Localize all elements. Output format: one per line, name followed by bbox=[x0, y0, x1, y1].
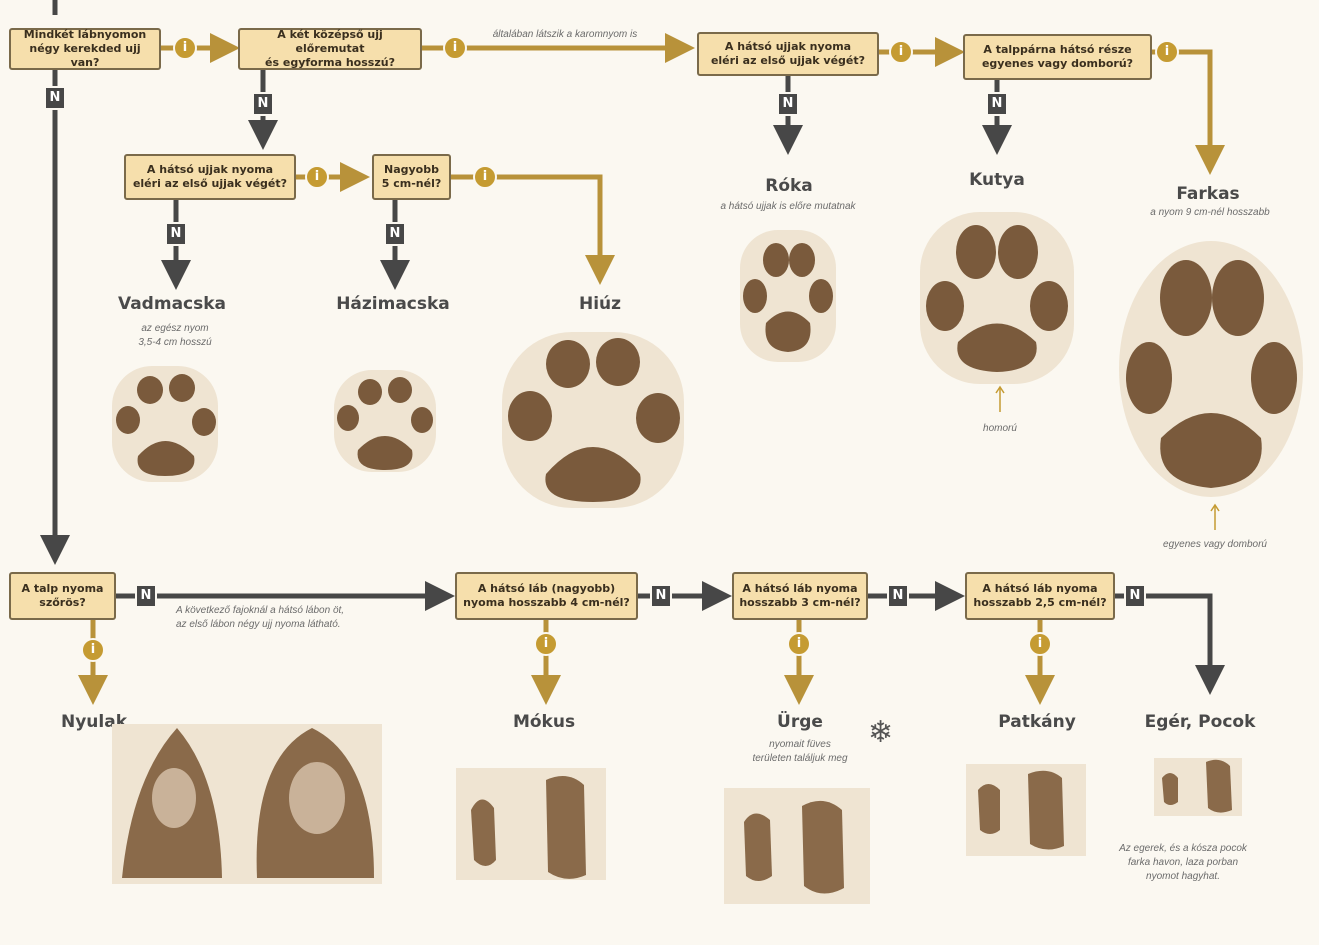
no-marker: N bbox=[252, 92, 274, 116]
wolf-note: a nyom 9 cm-nél hosszabb bbox=[1110, 206, 1310, 220]
yes-marker: i bbox=[889, 40, 913, 64]
yes-marker: i bbox=[81, 638, 105, 662]
question-hind-foot-3cm: A hátsó láb nyoma hosszabb 3 cm-nél? bbox=[732, 572, 868, 620]
paw-print-icon bbox=[500, 330, 686, 510]
question-hind-toes-reach-cat: A hátsó ujjak nyoma eléri az első ujjak … bbox=[124, 154, 296, 200]
question-larger-than-5cm: Nagyobb 5 cm-nél? bbox=[372, 154, 451, 200]
question-hind-toes-reach-fox: A hátsó ujjak nyoma eléri az első ujjak … bbox=[697, 32, 879, 76]
paw-print-icon bbox=[1116, 238, 1306, 500]
question-middle-toes-forward: A két középső ujj előremutat és egyforma… bbox=[238, 28, 422, 70]
yes-marker: i bbox=[473, 165, 497, 189]
yes-marker: i bbox=[534, 632, 558, 656]
question-four-round-toes: Mindkét lábnyomon négy kerekded ujj van? bbox=[9, 28, 161, 70]
no-marker: N bbox=[135, 584, 157, 608]
animal-name-lynx: Hiúz bbox=[579, 294, 621, 314]
yes-marker: i bbox=[1028, 632, 1052, 656]
animal-name-fox: Róka bbox=[765, 176, 813, 196]
yes-marker: i bbox=[787, 632, 811, 656]
paw-print-icon bbox=[738, 228, 838, 364]
paw-print-icon bbox=[330, 366, 440, 476]
question-hind-foot-4cm: A hátsó láb (nagyobb) nyoma hosszabb 4 c… bbox=[455, 572, 638, 620]
paw-print-icon bbox=[918, 210, 1076, 386]
paw-print-icon bbox=[456, 760, 606, 888]
no-marker: N bbox=[384, 222, 406, 246]
paw-print-icon bbox=[966, 760, 1086, 860]
animal-name-dog: Kutya bbox=[969, 170, 1025, 190]
paw-print-icon bbox=[724, 782, 870, 910]
paw-print-icon bbox=[112, 718, 382, 888]
question-hairy-sole: A talp nyoma szőrös? bbox=[9, 572, 116, 620]
paw-print-icon bbox=[1154, 756, 1242, 818]
five-toes-note: A következő fajoknál a hátsó lábon öt, a… bbox=[176, 604, 416, 632]
concave-note: homorú bbox=[960, 422, 1040, 436]
animal-name-ground-squirrel: Ürge bbox=[777, 712, 823, 732]
animal-name-wildcat: Vadmacska bbox=[118, 294, 226, 314]
paw-print-icon bbox=[110, 364, 220, 484]
snowflake-icon: ❄ bbox=[868, 718, 893, 748]
no-marker: N bbox=[777, 92, 799, 116]
question-hind-foot-2-5cm: A hátsó láb nyoma hosszabb 2,5 cm-nél? bbox=[965, 572, 1115, 620]
yes-marker: i bbox=[1155, 40, 1179, 64]
no-marker: N bbox=[887, 584, 909, 608]
animal-name-mouse-vole: Egér, Pocok bbox=[1145, 712, 1256, 732]
no-marker: N bbox=[1124, 584, 1146, 608]
yes-marker: i bbox=[305, 165, 329, 189]
animal-name-rat: Patkány bbox=[998, 712, 1076, 732]
no-marker: N bbox=[986, 92, 1008, 116]
wildcat-note: az egész nyom 3,5-4 cm hosszú bbox=[120, 322, 230, 350]
question-heel-pad-shape: A talppárna hátsó része egyenes vagy dom… bbox=[963, 34, 1152, 80]
fox-note: a hátsó ujjak is előre mutatnak bbox=[693, 200, 883, 214]
yes-marker: i bbox=[173, 36, 197, 60]
no-marker: N bbox=[44, 86, 66, 110]
yes-marker: i bbox=[443, 36, 467, 60]
no-marker: N bbox=[650, 584, 672, 608]
claw-mark-note: általában látszik a karomnyom is bbox=[470, 28, 660, 42]
animal-name-domestic-cat: Házimacska bbox=[336, 294, 450, 314]
straight-or-convex-note: egyenes vagy domború bbox=[1130, 538, 1300, 552]
no-marker: N bbox=[165, 222, 187, 246]
animal-name-squirrel: Mókus bbox=[513, 712, 575, 732]
mouse-note: Az egerek, és a kósza pocok farka havon,… bbox=[1108, 842, 1258, 884]
ground-squirrel-note: nyomait füves területen találjuk meg bbox=[730, 738, 870, 766]
animal-name-wolf: Farkas bbox=[1176, 184, 1239, 204]
